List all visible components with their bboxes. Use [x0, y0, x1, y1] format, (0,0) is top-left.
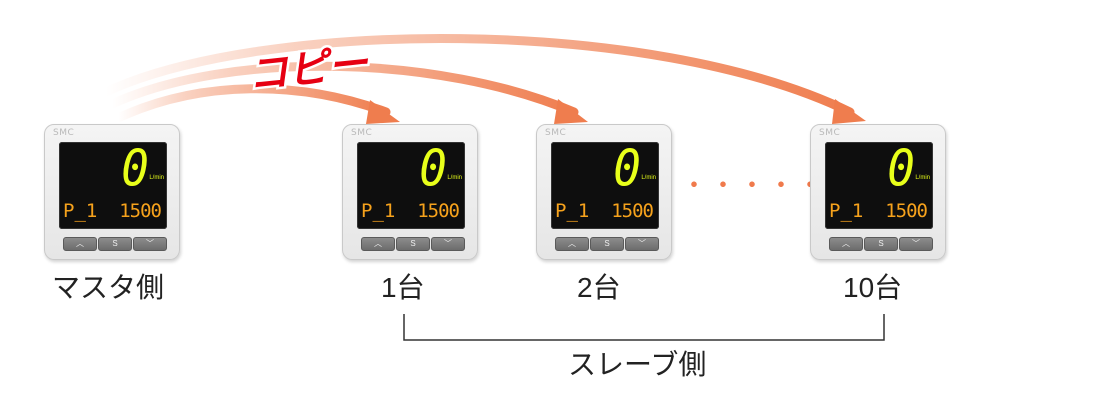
- unit-label: L/min: [915, 175, 930, 181]
- arrow-to-device-1: [113, 84, 391, 123]
- brand-logo: SMC: [819, 128, 841, 138]
- display-screen: 0 L/min P_1 1500: [825, 138, 933, 229]
- flow-value: 0: [121, 138, 149, 198]
- display-screen: 0 L/min P_1 1500: [357, 138, 465, 229]
- set-value: 1500: [885, 200, 928, 222]
- caption-device-2: 2台: [577, 272, 621, 303]
- display-screen: 0 L/min P_1 1500: [551, 138, 659, 229]
- down-arrow-icon: ﹀: [146, 239, 154, 248]
- down-arrow-icon: ﹀: [912, 239, 920, 248]
- copy-label: コピー: [244, 40, 374, 100]
- set-button[interactable]: S: [98, 237, 132, 251]
- down-arrow-icon: ﹀: [444, 239, 452, 248]
- param-label: P_1: [361, 200, 396, 222]
- caption-slave: スレーブ側: [568, 349, 707, 380]
- set-value: 1500: [417, 200, 460, 222]
- unit-label: L/min: [641, 175, 656, 181]
- arrowhead-2: [554, 99, 588, 124]
- display-screen: 0 L/min P_1 1500: [59, 138, 167, 229]
- flow-value: 0: [419, 138, 447, 198]
- up-button[interactable]: ︿: [829, 237, 863, 251]
- unit-label: L/min: [447, 175, 462, 181]
- master-device: SMC 0 L/min P_1 1500 ︿ S ﹀: [44, 124, 180, 260]
- set-button[interactable]: S: [590, 237, 624, 251]
- slave-bracket: [403, 314, 885, 341]
- param-label: P_1: [829, 200, 864, 222]
- down-button[interactable]: ﹀: [899, 237, 933, 251]
- svg-text:コピー: コピー: [246, 40, 372, 99]
- caption-device-1: 1台: [381, 272, 425, 303]
- down-button[interactable]: ﹀: [431, 237, 465, 251]
- brand-logo: SMC: [545, 128, 567, 138]
- unit-label: L/min: [149, 175, 164, 181]
- param-label: P_1: [555, 200, 590, 222]
- flow-value: 0: [613, 138, 641, 198]
- set-value: 1500: [119, 200, 162, 222]
- caption-master: マスタ側: [52, 272, 165, 303]
- brand-logo: SMC: [351, 128, 373, 138]
- up-arrow-icon: ︿: [374, 239, 382, 248]
- down-button[interactable]: ﹀: [133, 237, 167, 251]
- slave-device-1: SMC 0 L/min P_1 1500 ︿ S ﹀: [342, 124, 478, 260]
- arrow-to-device-10: [101, 34, 855, 117]
- brand-logo: SMC: [53, 128, 75, 138]
- slave-device-10: SMC 0 L/min P_1 1500 ︿ S ﹀: [810, 124, 946, 260]
- up-button[interactable]: ︿: [63, 237, 97, 251]
- arrow-to-device-2: [107, 61, 579, 117]
- caption-device-10: 10台: [843, 272, 903, 303]
- set-value: 1500: [611, 200, 654, 222]
- down-button[interactable]: ﹀: [625, 237, 659, 251]
- set-button[interactable]: S: [864, 237, 898, 251]
- slave-device-2: SMC 0 L/min P_1 1500 ︿ S ﹀: [536, 124, 672, 260]
- arrowhead-1: [366, 100, 400, 124]
- up-arrow-icon: ︿: [568, 239, 576, 248]
- down-arrow-icon: ﹀: [638, 239, 646, 248]
- arrowhead-10: [832, 99, 866, 124]
- up-button[interactable]: ︿: [555, 237, 589, 251]
- up-arrow-icon: ︿: [76, 239, 84, 248]
- param-label: P_1: [63, 200, 98, 222]
- up-arrow-icon: ︿: [842, 239, 850, 248]
- up-button[interactable]: ︿: [361, 237, 395, 251]
- flow-value: 0: [887, 138, 915, 198]
- set-button[interactable]: S: [396, 237, 430, 251]
